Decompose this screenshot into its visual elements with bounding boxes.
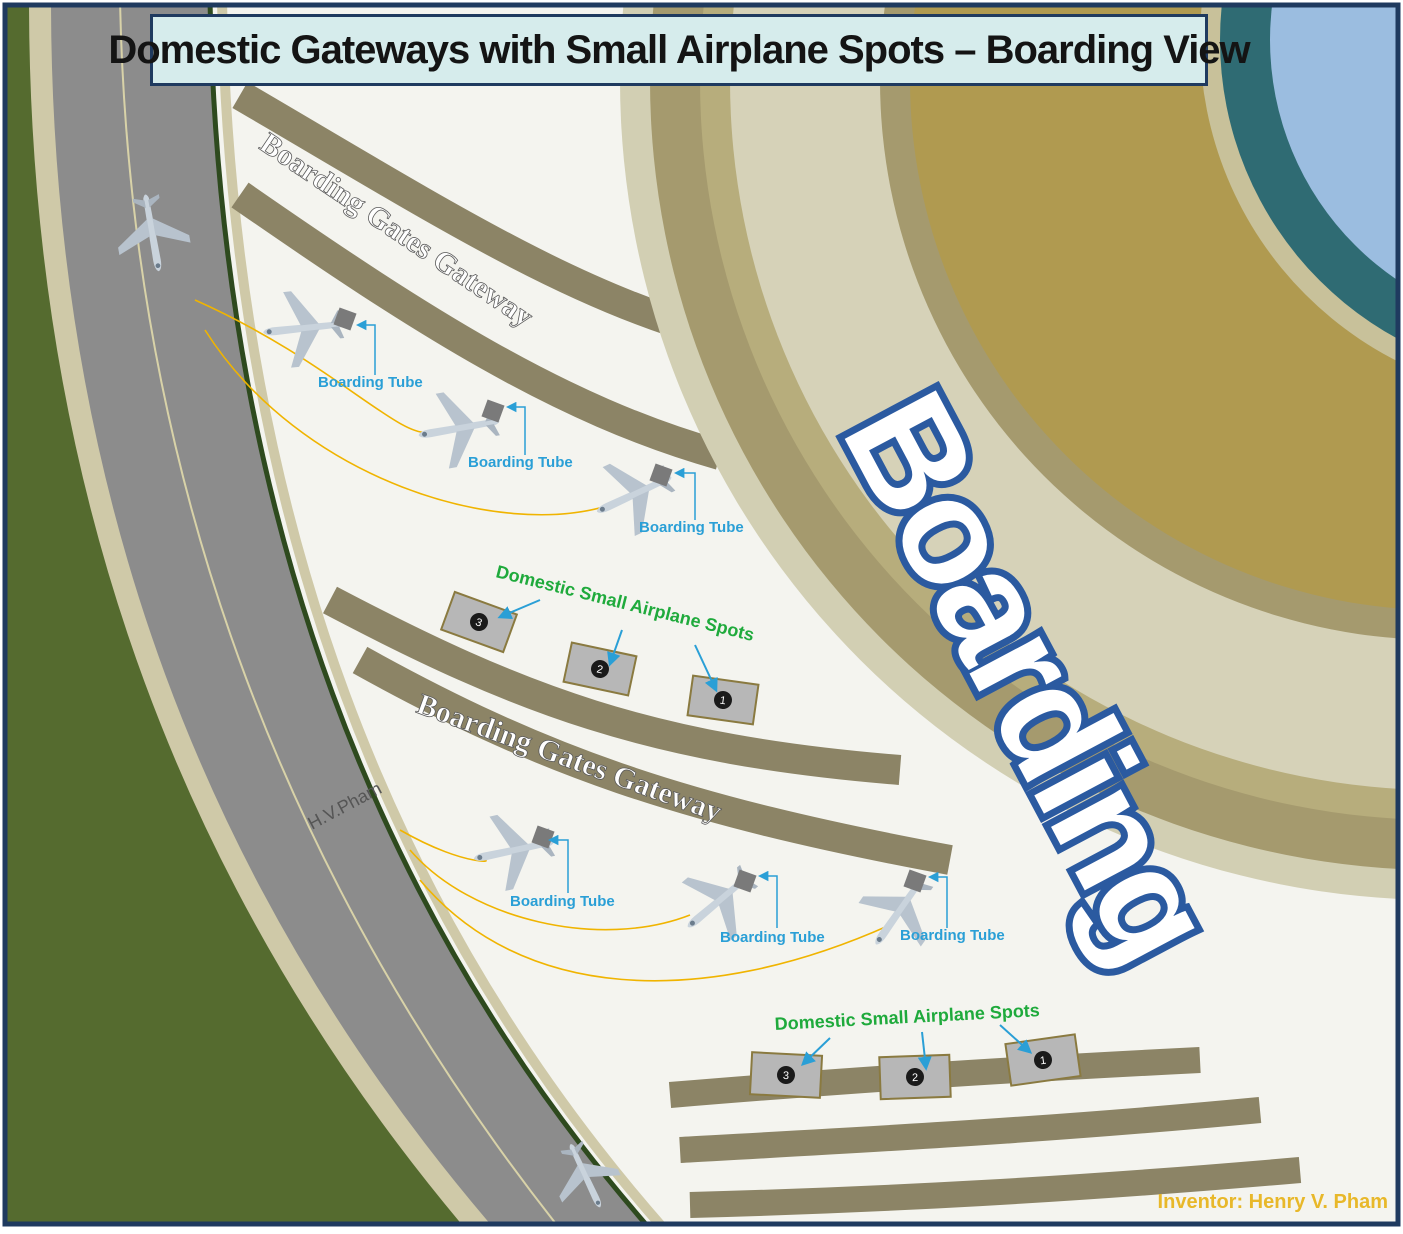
gateway-arc	[323, 586, 902, 785]
spot-arrow	[607, 629, 623, 667]
gateway-arc	[689, 1157, 1302, 1218]
airplane-spot: 3	[748, 1051, 824, 1099]
runway-shoulder	[29, 6, 489, 1223]
spot-number: 3	[474, 616, 484, 629]
tube-label: Boarding Tube	[720, 929, 825, 946]
tube-callout-arrow	[355, 319, 376, 375]
taxi-line	[419, 879, 891, 982]
jet-bridge-head	[333, 307, 357, 331]
airplane-spot: 3	[439, 590, 519, 654]
gateway-arc	[352, 646, 953, 875]
runway-centerline	[119, 6, 557, 1223]
spot-number: 2	[912, 1072, 919, 1084]
central-water	[1270, 6, 1397, 280]
taxi-line	[194, 299, 431, 434]
inventor-credit: Inventor: Henry V. Pham	[1158, 1191, 1388, 1213]
jet-bridge-head	[649, 463, 673, 487]
tube-label: Boarding Tube	[510, 893, 615, 910]
airplane-spot: 1	[686, 674, 760, 726]
tube-label: Boarding Tube	[639, 519, 744, 536]
spot-number: 1	[1039, 1055, 1047, 1068]
tube-callout-arrow	[927, 871, 948, 928]
tube-callout-arrow	[547, 834, 569, 893]
grass-area	[6, 6, 475, 1223]
jet-bridge-head	[903, 869, 927, 893]
spot-arrow	[694, 644, 718, 693]
tube-label: Boarding Tube	[318, 374, 423, 391]
runway-edge	[207, 6, 649, 1223]
tube-callout-arrow	[505, 401, 526, 455]
jet-bridge-head	[481, 399, 505, 423]
gateway-arc	[231, 182, 725, 470]
airplane-spot: 2	[878, 1053, 952, 1101]
apron-edge	[217, 6, 666, 1223]
taxi-line	[409, 849, 691, 931]
spot-arrow	[497, 599, 541, 620]
spot-arrow	[800, 1037, 831, 1066]
spot-arrow	[917, 1031, 932, 1071]
runway	[40, 6, 645, 1223]
tube-label: Boarding Tube	[900, 927, 1005, 944]
spot-arrow	[999, 1024, 1033, 1054]
airplane-spot: 1	[1004, 1033, 1082, 1087]
page-title: Domestic Gateways with Small Airplane Sp…	[108, 14, 1251, 86]
tube-label: Boarding Tube	[468, 454, 573, 471]
tube-callout-arrow	[757, 870, 778, 928]
taxi-line	[204, 329, 611, 516]
gateway-arc	[679, 1097, 1262, 1163]
spot-number: 2	[596, 663, 604, 676]
spot-number: 3	[783, 1070, 790, 1082]
gateway-arc	[232, 82, 705, 345]
tube-callout-arrow	[673, 467, 696, 520]
jet-bridge-head	[733, 869, 757, 893]
spot-number: 1	[719, 695, 727, 708]
